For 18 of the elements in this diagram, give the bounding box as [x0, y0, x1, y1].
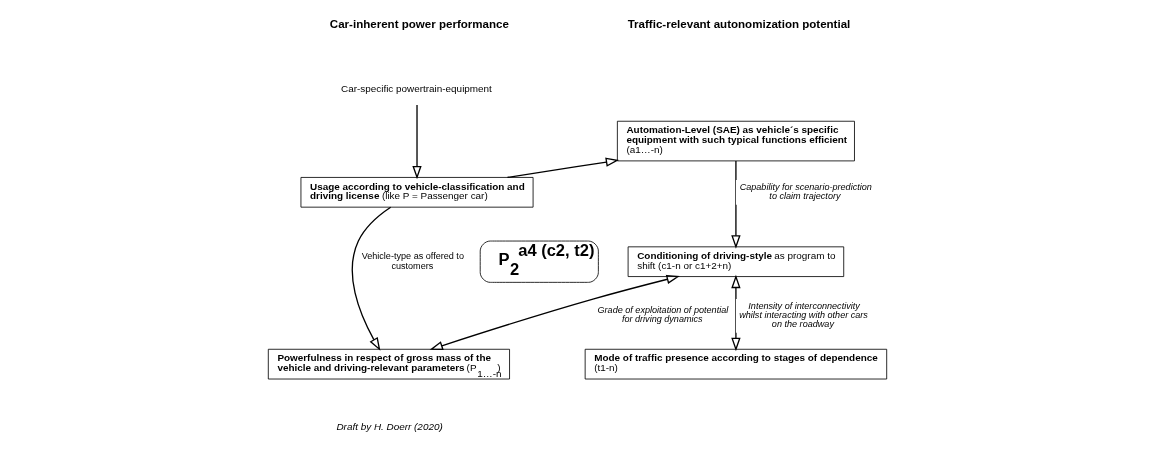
- label: Draft by H. Doerr (2020): [335, 420, 443, 432]
- edge-label: Grade of exploitation of potential for driving dynamics: [597, 305, 728, 325]
- arrow: [429, 274, 680, 351]
- label: Car-inherent power performance: [329, 18, 509, 31]
- arrow: [506, 157, 619, 179]
- edge-label: Intensity of interconnectivity whilst interacting with other cars on the roadway: [738, 301, 868, 330]
- edge-label: Capability for scenario-prediction to claim trajectory: [739, 181, 872, 201]
- node-box: Usage according to vehicle-classification and driving license (like P = Passenger car): [300, 177, 533, 208]
- node-box: Mode of traffic presence according to stages of dependence (t1-n): [584, 348, 887, 380]
- node-box: Conditioning of driving-style as program to shift (c1-n or c1+2+n): [627, 246, 844, 277]
- arrow: [411, 104, 422, 180]
- node-text: Car-specific powertrain-equipment: [340, 83, 492, 95]
- edge-label: Vehicle-type as offered to customers: [361, 251, 464, 271]
- label: Traffic-relevant autonomization potential: [627, 18, 850, 31]
- arrow: [730, 274, 741, 352]
- arrow: [730, 160, 741, 249]
- arrow: [351, 206, 391, 351]
- node-box: Automation-Level (SAE) as vehicle´s specific equipment with such typical functions efficient (a1…-n): [616, 120, 855, 162]
